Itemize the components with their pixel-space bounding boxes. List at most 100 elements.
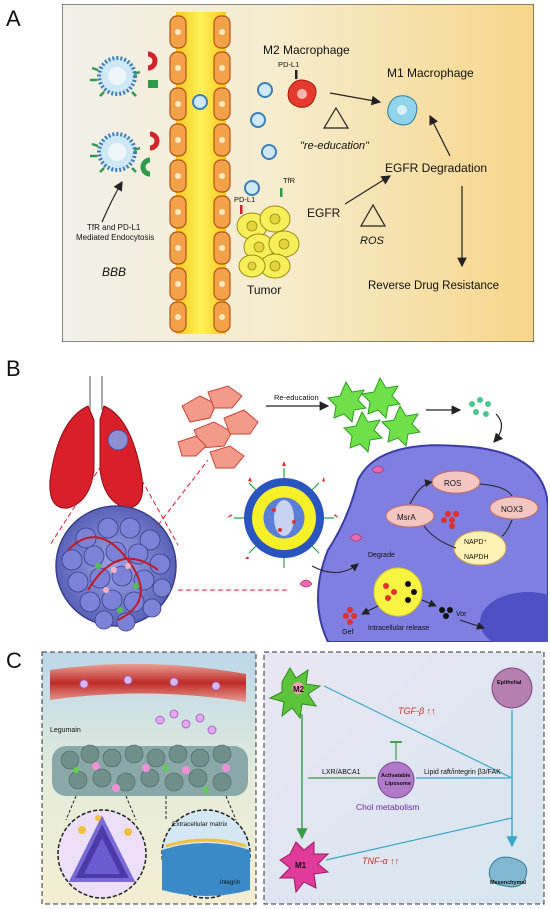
m2-fibroblast-cells (177, 385, 259, 469)
reverse-resistance-label: Reverse Drug Resistance (368, 280, 499, 292)
tgf-arrow (323, 685, 513, 779)
intracellular-release-label: Intracellular release (368, 625, 429, 632)
release-gef-arrow (361, 605, 379, 615)
panel-a-letter: A (6, 6, 21, 31)
chol-metabolism-label: Chol metabolism (356, 802, 419, 812)
tgf-label: TGF-β ↑↑ (398, 706, 436, 716)
endothelial-cells-right (213, 15, 231, 333)
ros-triangle (359, 203, 387, 227)
pdl1-tumor-label: PD-L1 (234, 195, 255, 204)
pdl1-receptor-2 (149, 131, 160, 151)
lung-tumor-spot (107, 429, 129, 451)
green-particles (469, 397, 491, 417)
activatable-liposome: Activatable Liposome (377, 761, 415, 799)
blood-vessel (50, 663, 246, 702)
m1-macrophage-label: M1 Macrophage (387, 66, 474, 80)
tumor-label: Tumor (247, 283, 281, 297)
tumor-tissue-layer (52, 744, 248, 796)
tfr-label: TfR (283, 176, 296, 185)
gef-dots-in-endosome (383, 583, 397, 601)
lipid-raft-label: Lipid raft/integrin β3/FAK (424, 769, 501, 776)
nucleus (480, 592, 548, 642)
endocytosis-arrow (101, 180, 123, 223)
m2-cell: M2 (268, 667, 322, 720)
degrade-label: Degrade (368, 552, 395, 559)
liposome-large-2 (90, 132, 141, 173)
egfr-degradation-label: EGFR Degradation (385, 161, 487, 175)
zoom-lines (65, 795, 237, 821)
zoom-line-upper (157, 459, 209, 526)
receptor-shapes (299, 465, 385, 588)
egfr-label: EGFR (307, 206, 341, 220)
tfr-receptor-1 (148, 80, 158, 88)
epithelial-cell: Epithelial (491, 667, 533, 709)
panel-a-diagram: M2 Macrophage PD-L1 M1 Macrophage "re-ed… (62, 4, 534, 342)
liposome-label-line2: Liposome (385, 781, 411, 787)
ros-label: ROS (360, 235, 385, 247)
napd-plus-label: NAPD⁺ (464, 539, 487, 546)
reeducation-label: Re-education (274, 393, 319, 402)
nanoparticle-liposome (227, 461, 339, 568)
pdl1-receptor-1 (147, 51, 158, 71)
nox3-label: NOX3 (501, 505, 523, 514)
zoom-lines-left (49, 451, 179, 546)
panel-c-letter: C (6, 648, 22, 673)
msra-label: MsrA (397, 513, 416, 522)
epithelial-label: Epithelial (497, 680, 522, 686)
napd-box: NAPD⁺ NAPDH (453, 530, 507, 566)
tnf-label: TNF-α ↑↑ (362, 856, 399, 866)
msra-box: MsrA (385, 504, 435, 528)
tumor-cluster (55, 505, 177, 632)
endocytosis-label-line1: TfR and PD-L1 (87, 223, 141, 232)
release-vor-arrow (421, 599, 437, 607)
ros-label: ROS (444, 479, 461, 488)
vor-to-nucleus-arrow (459, 619, 485, 630)
vor-dots-in-endosome (405, 581, 417, 603)
endosome (373, 567, 423, 617)
integrin-label: Integrin (220, 880, 240, 886)
tfr-receptor-2 (140, 157, 151, 177)
red-drug-dots-upper (441, 511, 459, 529)
m1-label: M1 (295, 861, 307, 870)
ros-box: ROS (431, 470, 481, 494)
internalization-arrow (311, 563, 359, 573)
liposome-zoom-circle (57, 809, 147, 899)
panel-b-letter: B (6, 356, 21, 381)
liposome-label-line1: Activatable (381, 773, 410, 779)
nox3-box: NOX3 (489, 496, 539, 520)
m2-to-m1-arrow (329, 92, 382, 106)
bbb-label: BBB (102, 265, 126, 279)
particles-to-cell-arrow (493, 413, 504, 443)
gef-dots (343, 607, 357, 625)
reeducation-triangle (322, 106, 350, 129)
ros-cycle-arrows (409, 482, 513, 549)
vor-dots (439, 607, 453, 619)
ecm-zoom-circle (161, 809, 251, 899)
released-particles (155, 709, 217, 735)
m1-star-cells (326, 376, 422, 454)
panel-b-diagram: Re-education ROS NOX3 MsrA NAPD⁺ NAPDH D… (49, 376, 548, 642)
liposome-small-group (192, 82, 277, 160)
vor-label: Vor (456, 611, 467, 618)
napdh-label: NAPDH (464, 554, 489, 561)
tnf-arrow (325, 817, 513, 861)
mesenchymal-label: Mesenchymal (490, 880, 527, 886)
tfr-liposome (244, 180, 260, 196)
reeducation-label: "re-education" (300, 140, 370, 152)
legumain-label: Legumain (50, 727, 81, 734)
m2-macrophage-cell (287, 79, 317, 108)
tumor-cells (236, 205, 300, 279)
m2-label: M2 (293, 685, 305, 694)
lungs-illustration (49, 376, 144, 509)
pdl1-marker (295, 70, 298, 79)
panel-a-background (62, 4, 534, 342)
lxr-label: LXR/ABCA1 (322, 769, 361, 776)
vessel-particles (79, 675, 221, 691)
m1-macrophage-cell (387, 95, 418, 126)
endocytosis-label-line2: Mediated Endocytosis (76, 233, 154, 242)
gef-label: Gef (342, 629, 353, 636)
panel-c-diagram: Legumain Extracellular matrix Integrin M… (41, 651, 545, 905)
bbb-wall (169, 12, 231, 334)
egfr-arrow (344, 175, 392, 205)
degradation-to-m1-arrow (429, 114, 451, 157)
